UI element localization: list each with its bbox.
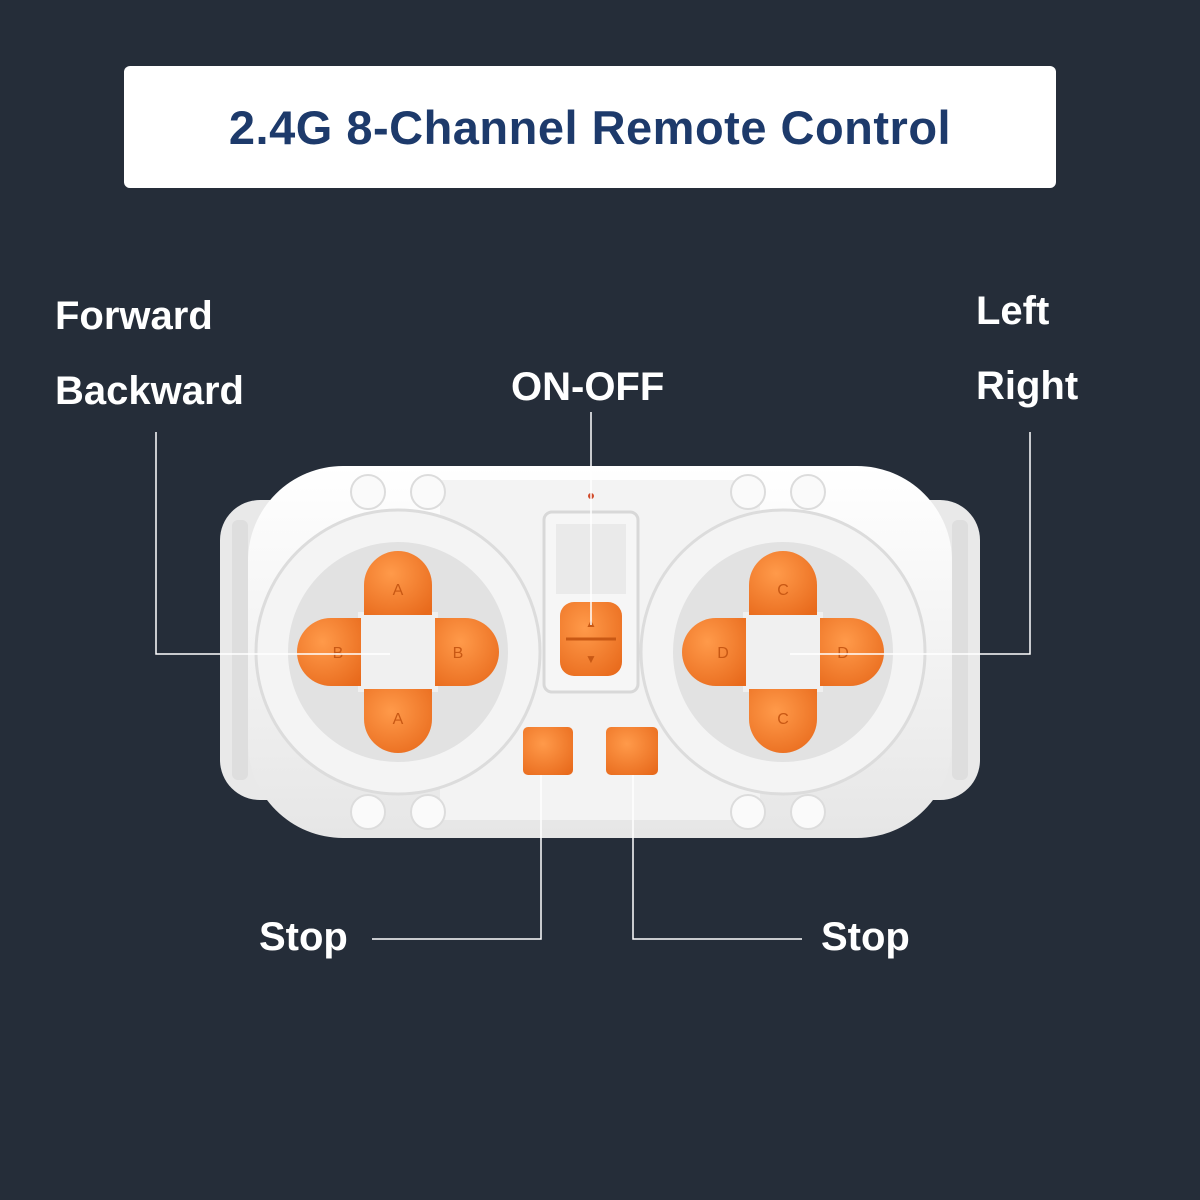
left-dpad-down-button[interactable]: A xyxy=(364,689,432,753)
left-dpad-right-button[interactable]: B xyxy=(435,618,499,686)
label-right: Right xyxy=(976,364,1079,408)
left-dpad-up-label: A xyxy=(393,582,404,599)
title-banner: 2.4G 8-Channel Remote Control xyxy=(124,66,1056,188)
right-dpad-up-button[interactable]: C xyxy=(749,551,817,615)
stop-button-left[interactable] xyxy=(523,727,573,775)
label-stop-right: Stop xyxy=(821,915,910,959)
page-title: 2.4G 8-Channel Remote Control xyxy=(228,100,952,154)
label-forward: Forward xyxy=(55,294,213,338)
right-dpad-left-label: D xyxy=(717,645,729,662)
stop-button-right[interactable] xyxy=(606,727,658,775)
right-dpad-down-button[interactable]: C xyxy=(749,689,817,753)
left-dpad-up-button[interactable]: A xyxy=(364,551,432,615)
right-dpad-down-label: C xyxy=(777,711,789,728)
svg-text:▼: ▼ xyxy=(585,652,597,666)
label-stop-left: Stop xyxy=(259,915,348,959)
right-dpad xyxy=(639,508,927,796)
leader-lines xyxy=(155,412,1031,940)
left-dpad-down-label: A xyxy=(393,711,404,728)
label-on-off: ON-OFF xyxy=(511,365,665,409)
label-backward: Backward xyxy=(55,369,244,413)
right-dpad-up-label: C xyxy=(777,582,789,599)
left-dpad-right-label: B xyxy=(453,645,464,662)
label-left: Left xyxy=(976,289,1050,333)
left-dpad xyxy=(254,508,542,796)
right-dpad-left-button[interactable]: D xyxy=(682,618,746,686)
